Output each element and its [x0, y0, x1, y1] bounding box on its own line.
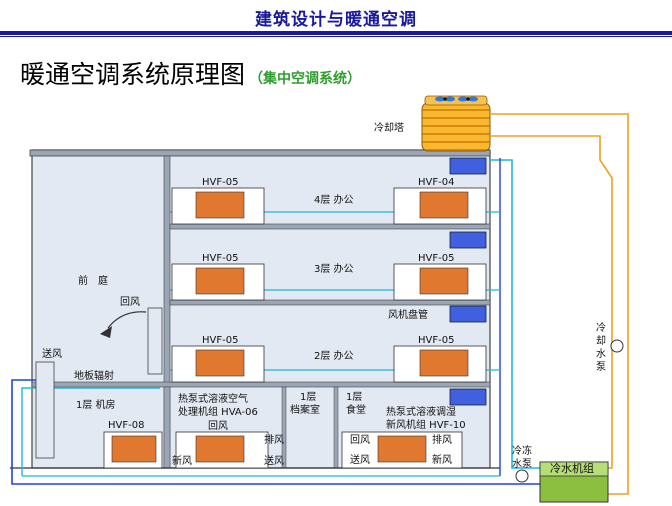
page-subtitle: （集中空调系统） — [249, 71, 362, 87]
fan-coil-boxes — [449, 157, 487, 406]
floor-slab-4 — [169, 223, 491, 230]
cooling-pump-label: 水 — [596, 348, 606, 360]
floor1-machine-room-label: 1层 机房 — [76, 398, 116, 411]
unit-coil — [195, 435, 245, 463]
hvf10-label-line1: 热泵式溶液调湿 — [386, 405, 456, 418]
unit-coil — [419, 191, 469, 219]
chiller-label: 冷水机组 — [550, 461, 594, 475]
unit-label: HVF-08 — [108, 420, 144, 431]
hvf10-supply-label: 送风 — [350, 453, 370, 466]
hva-label-line1: 热泵式溶液空气 — [178, 392, 248, 405]
cooling-water-supply — [490, 113, 629, 495]
fan-coil-box — [449, 157, 487, 175]
hvf10-fresh-label: 新风 — [432, 453, 452, 466]
hvf10-return-label: 回风 — [350, 434, 370, 446]
hva-exhaust-label: 排风 — [264, 433, 284, 446]
hva-fresh-label: 新风 — [172, 454, 192, 467]
chilled-pump-label-line2: 水泵 — [512, 458, 532, 470]
cooling-water-return — [490, 135, 613, 469]
header-title: 建筑设计与暖通空调 — [255, 10, 417, 30]
unit-coil — [195, 349, 245, 377]
page-title-block: 暖通空调系统原理图（集中空调系统） — [20, 55, 361, 91]
floor-radiant-label: 地板辐射 — [74, 369, 114, 382]
chilled-pump-label-line1: 冷冻 — [512, 444, 532, 457]
building-roof — [29, 149, 491, 157]
return-air-arrowhead — [100, 326, 112, 338]
unit-label: HVF-05 — [202, 335, 238, 346]
unit-label: HVF-04 — [418, 177, 454, 188]
floor-slab-2 — [31, 381, 491, 388]
hvf10-label-line2: 新风机组 HVF-10 — [386, 418, 466, 431]
hva-supply-label: 送风 — [264, 454, 284, 467]
cooling-tower-top — [424, 95, 488, 106]
cooling-tower: 冷却塔 — [374, 95, 491, 152]
canteen-label-line2: 食堂 — [346, 403, 366, 416]
fan-coil-box — [449, 388, 487, 406]
labels: 前 庭 回风 送风 地板辐射 1层 机房 4层 办公 3层 办公 2层 办公 风… — [42, 177, 606, 475]
unit-coil — [419, 267, 469, 295]
return-air-duct — [147, 307, 163, 375]
atrium-label: 前 庭 — [78, 274, 108, 287]
room-wall-2 — [333, 386, 339, 469]
unit-coil — [195, 191, 245, 219]
fan-coil-label: 风机盘管 — [388, 308, 428, 321]
return-air-left-label: 回风 — [120, 296, 140, 308]
archive-label-line2: 档案室 — [290, 403, 320, 416]
unit-coil — [195, 267, 245, 295]
return-air-arrow — [107, 311, 147, 329]
floor2-office-label: 2层 办公 — [314, 349, 354, 362]
unit-coil — [111, 435, 157, 463]
archive-label-line1: 1层 — [300, 391, 316, 403]
chilled-pump-icon — [515, 469, 529, 483]
fan-icon — [435, 96, 455, 102]
cooling-tower-label: 冷却塔 — [374, 121, 404, 134]
cooling-pump-label: 冷 — [596, 321, 606, 334]
chiller-top — [539, 461, 609, 477]
supply-air-duct — [35, 361, 55, 459]
floor3-office-label: 3层 办公 — [314, 262, 354, 275]
fan-icon — [458, 96, 478, 102]
cooling-water-pipes — [490, 113, 629, 495]
cooling-pump-icon — [610, 339, 624, 353]
unit-label: HVF-05 — [202, 177, 238, 188]
hva-label-line2: 处理机组 HVA-06 — [178, 405, 258, 418]
unit-coil — [419, 349, 469, 377]
floor-slab-3 — [169, 299, 491, 306]
hvf-units — [103, 187, 487, 469]
chilled-return-main — [11, 379, 540, 485]
unit-coil — [377, 435, 427, 463]
room-wall-3 — [163, 386, 171, 469]
chilled-loop-left — [21, 387, 160, 476]
atrium-duct — [35, 307, 163, 459]
page-title: 暖通空调系统原理图 — [20, 60, 246, 89]
unit-label: HVF-05 — [418, 335, 454, 346]
hvf10-exhaust-label: 排风 — [432, 433, 452, 446]
cooling-pump-label: 泵 — [596, 361, 606, 373]
equipment — [515, 339, 624, 503]
hva-return-label: 回风 — [208, 420, 228, 432]
cooling-pump-label: 却 — [596, 335, 606, 347]
unit-label: HVF-05 — [202, 253, 238, 264]
chilled-supply-main — [490, 159, 540, 469]
fan-coil-box — [449, 305, 487, 323]
canteen-label-line1: 1层 — [346, 391, 362, 403]
header: 建筑设计与暖通空调 — [0, 0, 672, 37]
header-divider — [0, 31, 672, 35]
cooling-tower-body — [421, 102, 491, 152]
floor4-office-label: 4层 办公 — [314, 193, 354, 206]
header-divider-thin — [0, 36, 672, 37]
unit-label: HVF-05 — [418, 253, 454, 264]
fan-coil-box — [449, 231, 487, 249]
supply-air-left-label: 送风 — [42, 347, 62, 360]
